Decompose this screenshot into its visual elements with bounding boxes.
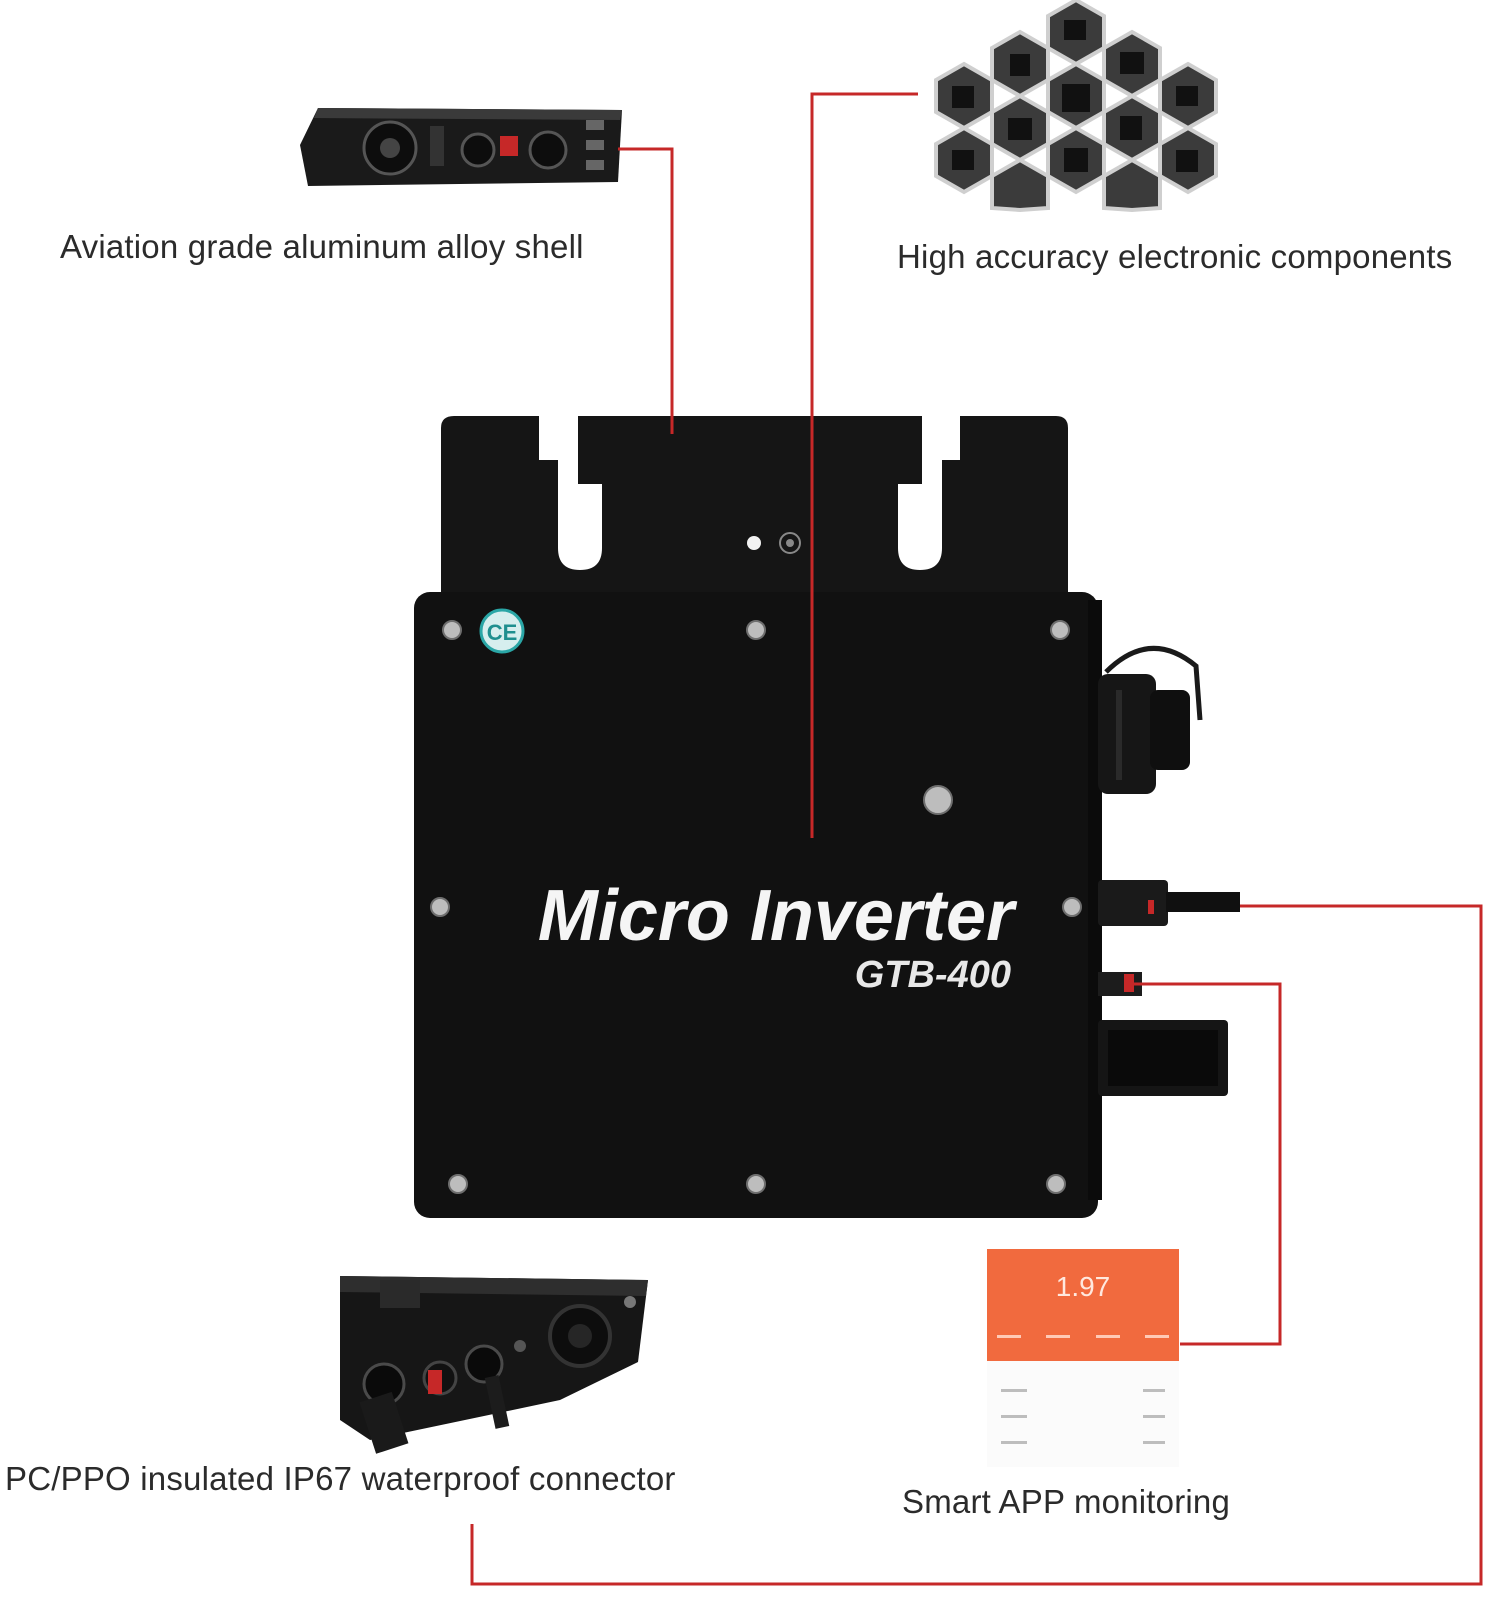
shell-thumbnail [300, 108, 622, 186]
caption-shell: Aviation grade aluminum alloy shell [60, 228, 584, 265]
dc-connectors [1098, 880, 1240, 1096]
device-body [414, 592, 1098, 1218]
ce-mark-label: CE [487, 620, 518, 645]
app-list-row [1001, 1389, 1165, 1392]
leader-lines [470, 92, 1483, 1586]
ac-gland [1098, 645, 1203, 794]
app-list-row [1001, 1415, 1165, 1418]
ce-mark-icon [479, 608, 525, 654]
screw-icons [430, 620, 1082, 1194]
connector-thumbnail [340, 1276, 648, 1454]
mounting-flange [441, 416, 1068, 600]
app-screenshot: 1.97 [987, 1249, 1179, 1467]
caption-components: High accuracy electronic components [897, 238, 1453, 275]
app-header: 1.97 [987, 1249, 1179, 1361]
caption-app-monitoring: Smart APP monitoring [902, 1483, 1231, 1520]
caption-connector: PC/PPO insulated IP67 waterproof connect… [5, 1460, 676, 1497]
components-thumbnail [934, 0, 1218, 213]
micro-inverter-device: CE Micro Inverter GTB-400 [414, 416, 1240, 1218]
app-energy-value: 1.97 [1055, 1271, 1111, 1302]
product-name: Micro Inverter [538, 876, 1018, 956]
product-model: GTB-400 [855, 954, 1011, 996]
app-stat-row [997, 1335, 1169, 1343]
app-list-row [1001, 1441, 1165, 1444]
